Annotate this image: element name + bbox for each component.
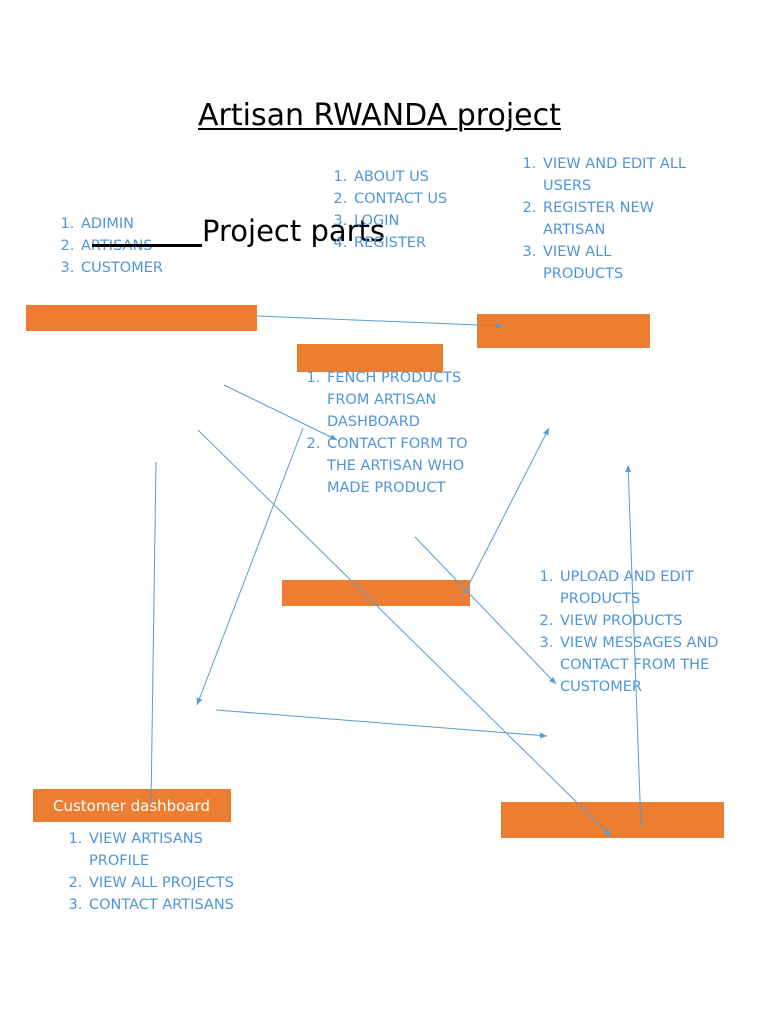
artisan-features-list: UPLOAD AND EDIT PRODUCTS VIEW PRODUCTS V… xyxy=(536,566,738,698)
arrow-left-vertical xyxy=(150,461,157,806)
list-item-about-us: ABOUT US xyxy=(352,166,448,188)
list-item-customer: CUSTOMER xyxy=(79,257,219,279)
title-mark: ... xyxy=(505,112,514,122)
list-item-view-products: VIEW PRODUCTS xyxy=(558,610,738,632)
arrow-center-to-home xyxy=(223,384,338,441)
admin-target-box xyxy=(477,314,650,348)
arrow-admin-to-right xyxy=(256,315,504,329)
arrow-home-to-left xyxy=(196,427,304,706)
list-item-view-messages: VIEW MESSAGES AND CONTACT FROM THE CUSTO… xyxy=(558,632,738,698)
arrow-artisan-to-admin xyxy=(461,427,550,599)
artisan-dashboard-box xyxy=(282,580,470,606)
admin-dashboard-box xyxy=(26,305,257,331)
project-parts-line xyxy=(92,244,202,247)
customer-features-list: VIEW ARTISANS PROFILE VIEW ALL PROJECTS … xyxy=(65,828,257,916)
project-parts-heading: Project parts xyxy=(202,214,386,248)
customer-dashboard-label: Customer dashboard xyxy=(53,796,210,815)
admin-features-list: VIEW AND EDIT ALL USERS REGISTER NEW ART… xyxy=(519,153,691,285)
list-item-view-artisans-profile: VIEW ARTISANS PROFILE xyxy=(87,828,257,872)
list-item-contact-form: CONTACT FORM TO THE ARTISAN WHO MADE PRO… xyxy=(325,433,491,499)
list-item-contact-us: CONTACT US xyxy=(352,188,448,210)
page-title: Artisan RWANDA project xyxy=(198,98,561,133)
list-item-contact-artisans: CONTACT ARTISANS xyxy=(87,894,257,916)
list-item-adimin: ADIMIN xyxy=(79,213,219,235)
list-item-login: LOGIN xyxy=(352,210,448,232)
list-item-view-all-products: VIEW ALL PRODUCTS xyxy=(541,241,691,285)
arrow-home-to-artisan-list xyxy=(414,536,557,685)
list-item-view-edit-users: VIEW AND EDIT ALL USERS xyxy=(541,153,691,197)
home-features-list: FENCH PRODUCTS FROM ARTISAN DASHBOARD CO… xyxy=(303,367,491,499)
list-item-register-artisan: REGISTER NEW ARTISAN xyxy=(541,197,691,241)
arrow-bottom-to-right xyxy=(215,709,548,739)
customer-dashboard-box: Customer dashboard xyxy=(33,789,231,822)
list-item-fetch-products: FENCH PRODUCTS FROM ARTISAN DASHBOARD xyxy=(325,367,491,433)
bottom-right-box xyxy=(501,802,724,838)
list-item-upload-edit-products: UPLOAD AND EDIT PRODUCTS xyxy=(558,566,738,610)
arrow-bottom-box-up xyxy=(625,464,642,829)
arrow-long-diagonal xyxy=(197,429,612,837)
list-item-view-all-projects: VIEW ALL PROJECTS xyxy=(87,872,257,894)
list-item-register: REGISTER xyxy=(352,232,448,254)
home-page-box xyxy=(297,344,443,372)
public-pages-list: ABOUT US CONTACT US LOGIN REGISTER xyxy=(330,166,448,254)
